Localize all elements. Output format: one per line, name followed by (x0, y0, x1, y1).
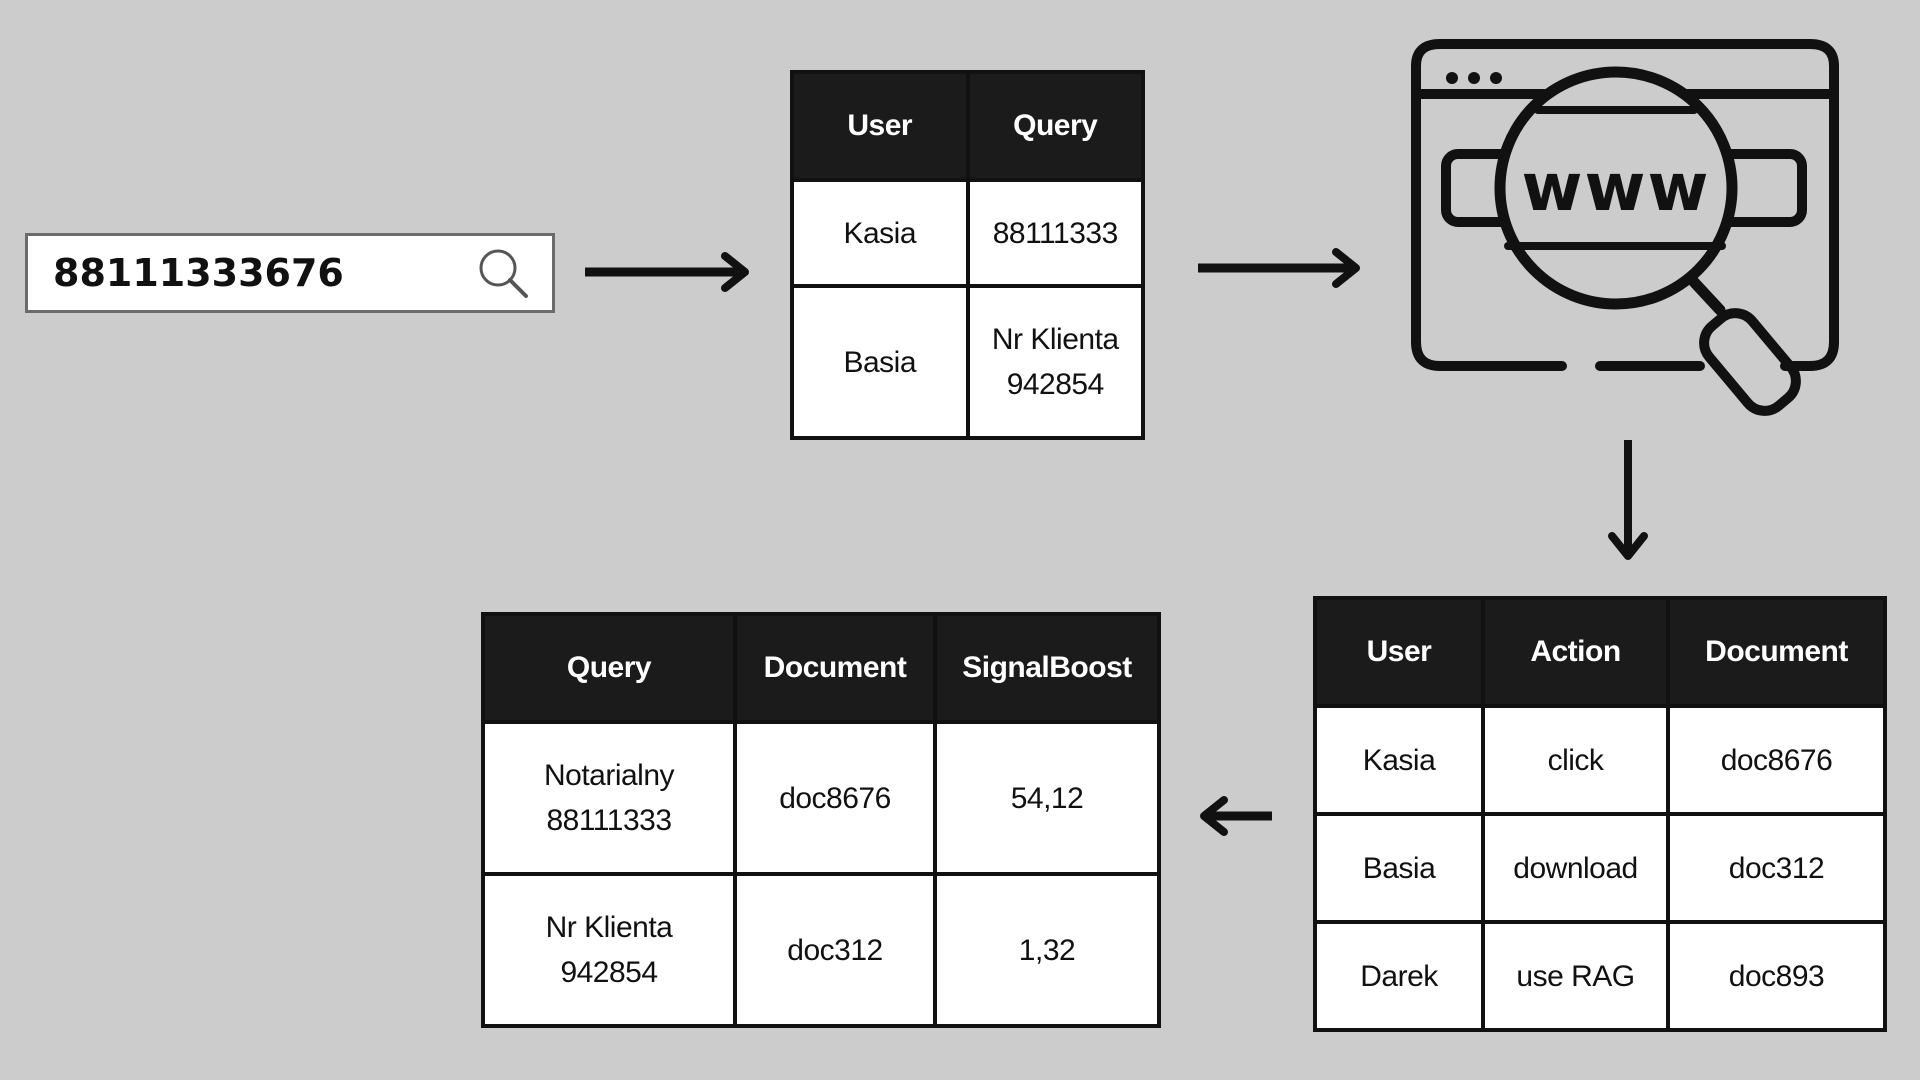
header-user: User (790, 70, 970, 182)
cell-query-line2: 942854 (560, 956, 658, 989)
header-user: User (1313, 596, 1485, 708)
arrow-right-2 (1198, 248, 1360, 288)
header-action: Action (1481, 596, 1670, 708)
www-label: www (1522, 149, 1711, 226)
cell-query-line2: 88111333 (546, 804, 672, 837)
cell-query-line2: 942854 (1006, 368, 1105, 401)
cell-user: Basia (843, 345, 917, 379)
arrow-right-1 (585, 252, 749, 292)
table-row: Notarialny 88111333 doc8676 54,12 (481, 720, 1161, 876)
cell-document: doc8676 (779, 781, 891, 815)
cell-user: Kasia (1362, 743, 1436, 777)
cell-document: doc312 (787, 933, 883, 967)
header-document: Document (733, 612, 937, 724)
cell-action: use RAG (1516, 959, 1635, 993)
cell-signalboost: 1,32 (1018, 933, 1076, 967)
cell-signalboost: 54,12 (1010, 781, 1084, 815)
table-row: Basia Nr Klienta 942854 (790, 284, 1145, 440)
cell-document: doc8676 (1720, 743, 1833, 777)
cell-query-line1: Nr Klienta (545, 911, 673, 944)
cell-query-line1: Nr Klienta (991, 323, 1119, 356)
header-document: Document (1666, 596, 1887, 708)
cell-user: Kasia (843, 216, 917, 250)
table-row: Kasia click doc8676 (1313, 704, 1887, 816)
search-icon[interactable] (476, 246, 532, 302)
header-query: Query (481, 612, 737, 724)
query-document-signalboost-table: Query Document SignalBoost Notarialny 88… (481, 612, 1161, 1028)
cell-query: 88111333 (992, 216, 1119, 250)
search-box[interactable]: 88111333676 (25, 233, 555, 313)
table-row: Basia download doc312 (1313, 812, 1887, 924)
search-input-value: 88111333676 (53, 251, 344, 295)
cell-action: download (1513, 851, 1638, 885)
user-query-table: User Query Kasia 88111333 Basia Nr Klien… (790, 70, 1145, 440)
cell-user: Basia (1362, 851, 1436, 885)
browser-www-magnifier-icon: www (1411, 39, 1839, 416)
cell-document: doc312 (1728, 851, 1825, 885)
cell-document: doc893 (1728, 959, 1825, 993)
header-query: Query (965, 70, 1145, 182)
user-action-document-table: User Action Document Kasia click doc8676… (1313, 596, 1887, 1032)
table-row: Kasia 88111333 (790, 178, 1145, 288)
arrow-down (1608, 440, 1648, 560)
cell-user: Darek (1360, 959, 1438, 993)
cell-action: click (1547, 743, 1604, 777)
cell-query-line1: Notarialny (543, 759, 675, 792)
table-row: Nr Klienta 942854 doc312 1,32 (481, 872, 1161, 1028)
header-signalboost: SignalBoost (933, 612, 1161, 724)
arrow-left (1200, 796, 1272, 836)
table-row: Darek use RAG doc893 (1313, 920, 1887, 1032)
